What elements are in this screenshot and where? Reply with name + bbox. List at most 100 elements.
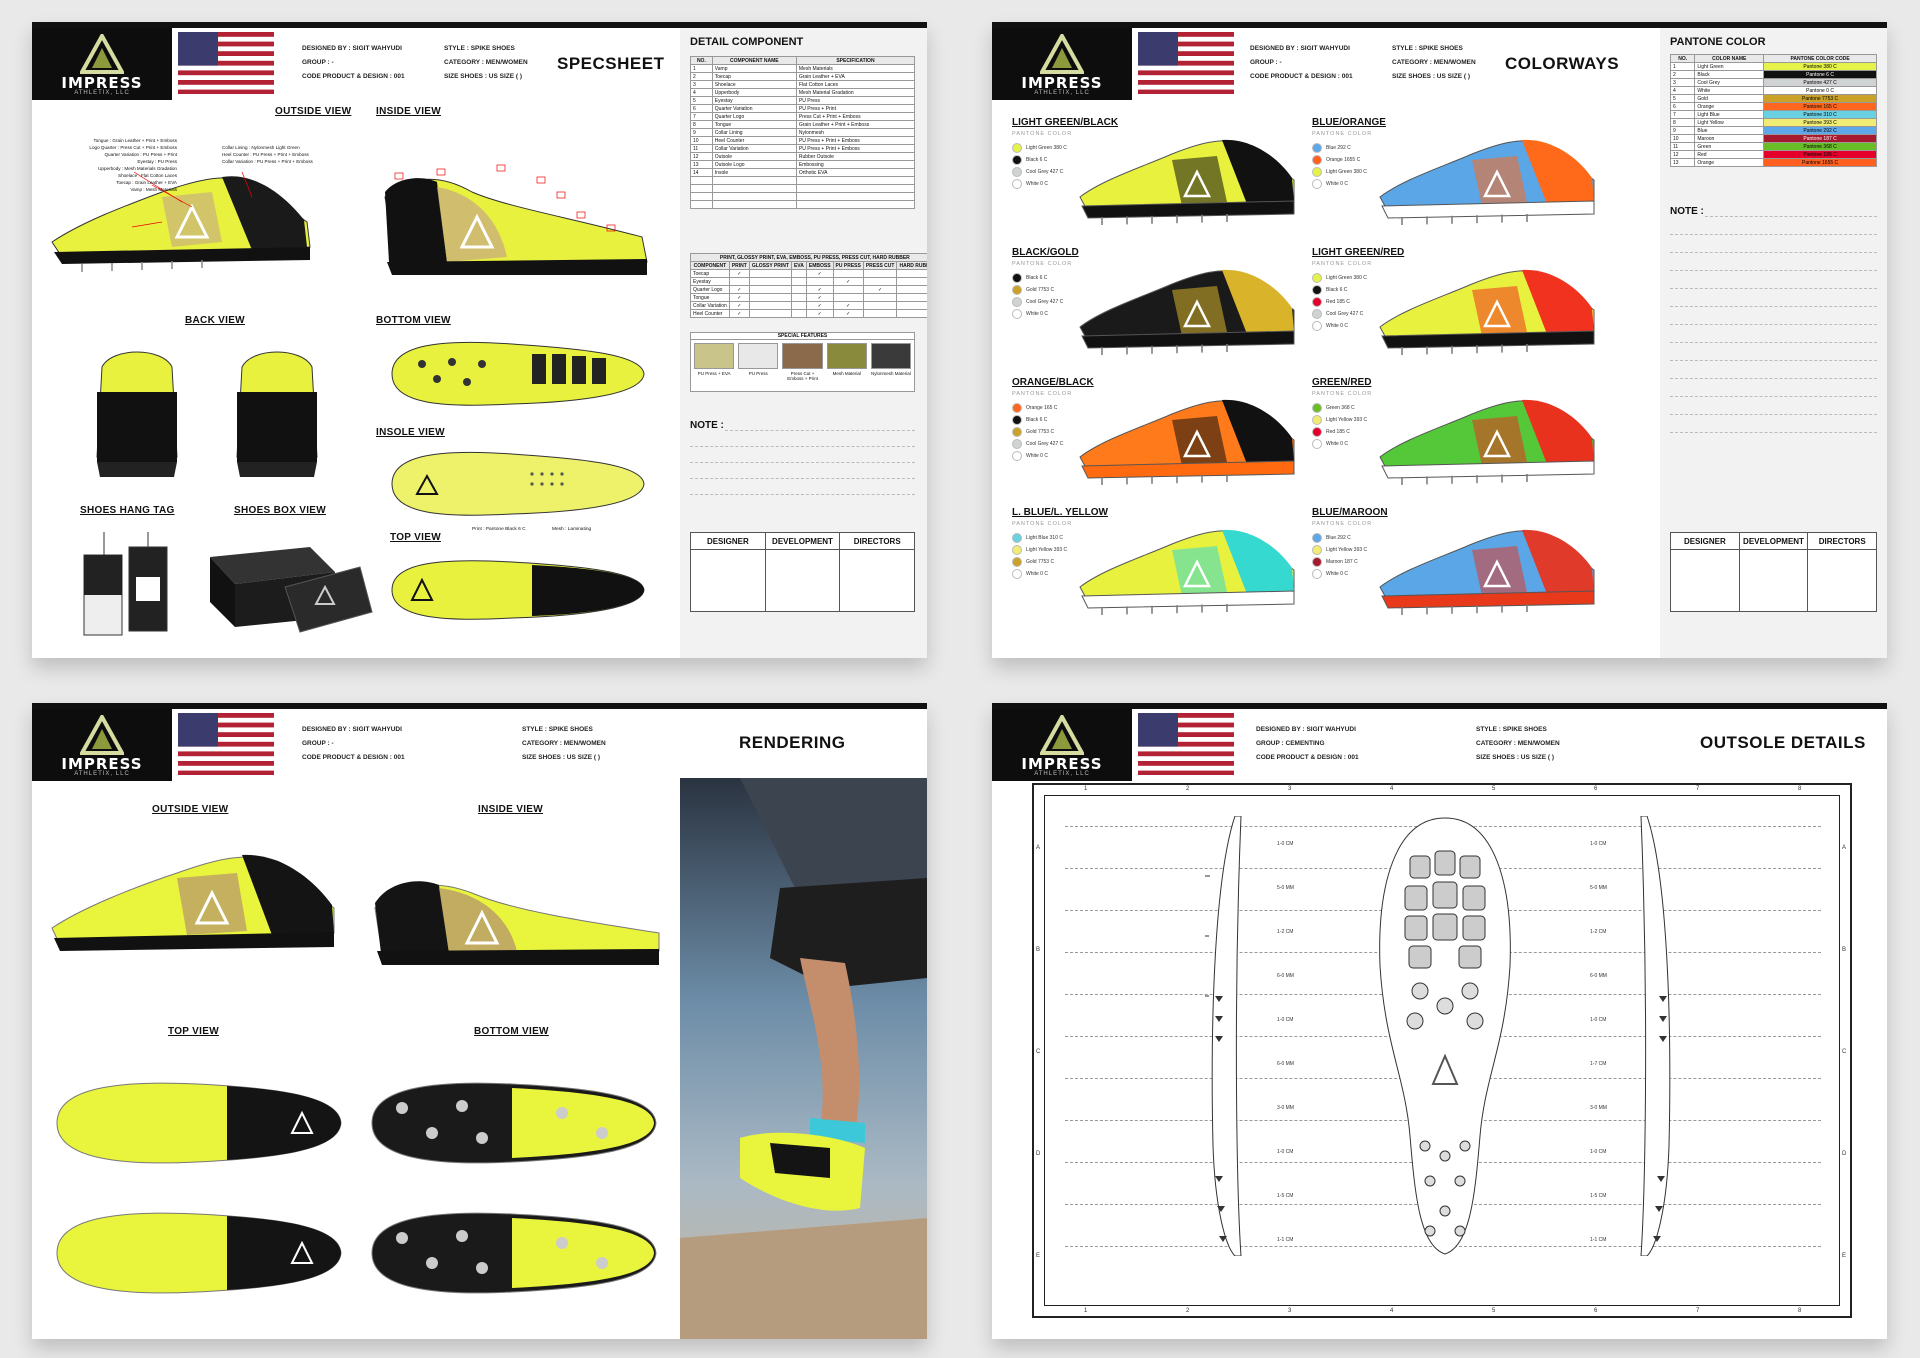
outsole-side-profile-right: [1640, 816, 1671, 1256]
style-text: STYLE : SPIKE SHOES: [1476, 726, 1547, 733]
check-icon: ✓: [728, 269, 750, 278]
table-cell: 3: [1669, 78, 1696, 87]
table-cell: Light Green: [1694, 62, 1765, 71]
ruler-column-number: 7: [1696, 786, 1700, 792]
category-text: CATEGORY : MEN/WOMEN: [522, 740, 606, 747]
hang-tag: [83, 532, 168, 636]
callout-text: Logo Quarter : Press Cut + Print + Embos…: [89, 145, 177, 150]
brand-name: IMPRESS: [1021, 74, 1103, 92]
swatch-row: Cool Grey 427 C: [1012, 167, 1063, 177]
table-cell: Nylonmesh: [795, 128, 916, 137]
table-cell: Eyestay: [690, 277, 730, 286]
table-cell: White: [1694, 86, 1765, 95]
dimension-label: 1-5 CM: [1277, 1193, 1294, 1199]
col-header: COMPONENT NAME: [711, 56, 797, 65]
style-text: STYLE : SPIKE SHOES: [1392, 45, 1463, 52]
table-cell: [790, 269, 807, 278]
brand-logo: IMPRESS ATHLETIX, LLC: [32, 28, 172, 100]
swatch-label: Maroon 187 C: [1326, 559, 1358, 565]
swatch-label: Green 368 C: [1326, 405, 1355, 411]
code-text: CODE PRODUCT & DESIGN : 001: [1250, 73, 1353, 80]
swatch-row: Red 185 C: [1312, 297, 1350, 307]
swatch-row: Light Yellow 393 C: [1312, 545, 1367, 555]
swatch-row: White 0 C: [1312, 321, 1348, 331]
table-cell: [862, 293, 898, 302]
table-cell: Maroon: [1694, 134, 1765, 143]
render-inside-shoe: [374, 881, 660, 965]
swatch-row: Black 6 C: [1012, 273, 1047, 283]
colorway-shoe: [1079, 399, 1295, 485]
table-cell: [748, 293, 792, 302]
colorway-name: BLUE/ORANGE: [1312, 117, 1386, 128]
table-cell: [832, 293, 864, 302]
feature-label: PU Press + EVA: [697, 371, 731, 376]
table-cell: 4: [690, 88, 713, 97]
table-cell: Orange: [1694, 158, 1765, 167]
ruler-row-letter: B: [1036, 947, 1041, 953]
style-text: STYLE : SPIKE SHOES: [522, 726, 593, 733]
table-cell: [896, 269, 927, 278]
logo-triangle-icon: [80, 715, 124, 755]
table-cell: [795, 200, 916, 209]
pantone-panel-title: PANTONE COLOR: [1670, 36, 1766, 48]
note-line: [1670, 378, 1877, 379]
dimension-label: 1-0 CM: [1277, 841, 1294, 847]
check-icon: ✓: [728, 309, 750, 318]
render-top-view-shoes: [56, 1082, 342, 1294]
table-cell: 10: [1669, 134, 1696, 143]
swatch-row: Black 6 C: [1012, 155, 1047, 165]
dimension-label: 5-0 MM: [1590, 885, 1607, 891]
table-cell: Heel Counter: [711, 136, 797, 145]
process-header: PRINT, GLOSSY PRINT, EVA, EMBOSS, PU PRE…: [690, 253, 927, 262]
ruler-column-number: 3: [1288, 1308, 1292, 1314]
table-cell: Blue: [1694, 126, 1765, 135]
table-cell: [690, 184, 713, 193]
page-title: RENDERING: [739, 733, 846, 752]
swatch-row: White 0 C: [1312, 569, 1348, 579]
swatch-row: Light Green 380 C: [1012, 143, 1067, 153]
outside-callouts-right: Collar Lining : Nylonmesh Light Green He…: [222, 144, 322, 165]
table-cell: Collar Lining: [711, 128, 797, 137]
col-header: COLOR NAME: [1694, 54, 1765, 63]
color-dot-icon: [1012, 179, 1022, 189]
check-icon: ✓: [728, 293, 750, 302]
note-line: [1670, 288, 1877, 289]
callout-text: Upperbody : Mesh Materials Gradation: [98, 166, 177, 171]
ruler-column-number: 2: [1186, 786, 1190, 792]
ruler-column-number: 6: [1594, 1308, 1598, 1314]
size-text: SIZE SHOES : US SIZE ( ): [1476, 754, 1555, 761]
color-dot-icon: [1312, 167, 1322, 177]
color-dot-icon: [1312, 439, 1322, 449]
note-line: [1670, 324, 1877, 325]
swatch-row: White 0 C: [1012, 309, 1048, 319]
top-view-label: TOP VIEW: [390, 532, 441, 543]
special-features-title: SPECIAL FEATURES: [691, 333, 914, 340]
color-dot-icon: [1312, 321, 1322, 331]
colorway-name: ORANGE/BLACK: [1012, 377, 1094, 388]
table-cell: Tongue: [690, 293, 730, 302]
table-row: Collar Variation✓✓✓: [690, 301, 927, 310]
table-cell: [748, 269, 792, 278]
table-cell: [690, 200, 713, 209]
pantone-swatch-cell: Pantone 7753 C: [1763, 94, 1877, 103]
inside-view-label: INSIDE VIEW: [478, 804, 543, 815]
colorways-page: IMPRESS ATHLETIX, LLC DESIGNED BY : SIGI…: [992, 22, 1887, 658]
feature-label: PU Press: [748, 371, 768, 376]
brand-name: IMPRESS: [61, 74, 143, 92]
box-view-label: SHOES BOX VIEW: [234, 505, 326, 516]
table-cell: 5: [690, 96, 713, 105]
table-row: Toecap✓✓: [690, 269, 927, 278]
table-row: [690, 184, 916, 193]
pantone-swatch-cell: Pantone 310 C: [1763, 110, 1877, 119]
colorway-name: LIGHT GREEN/BLACK: [1012, 117, 1119, 128]
